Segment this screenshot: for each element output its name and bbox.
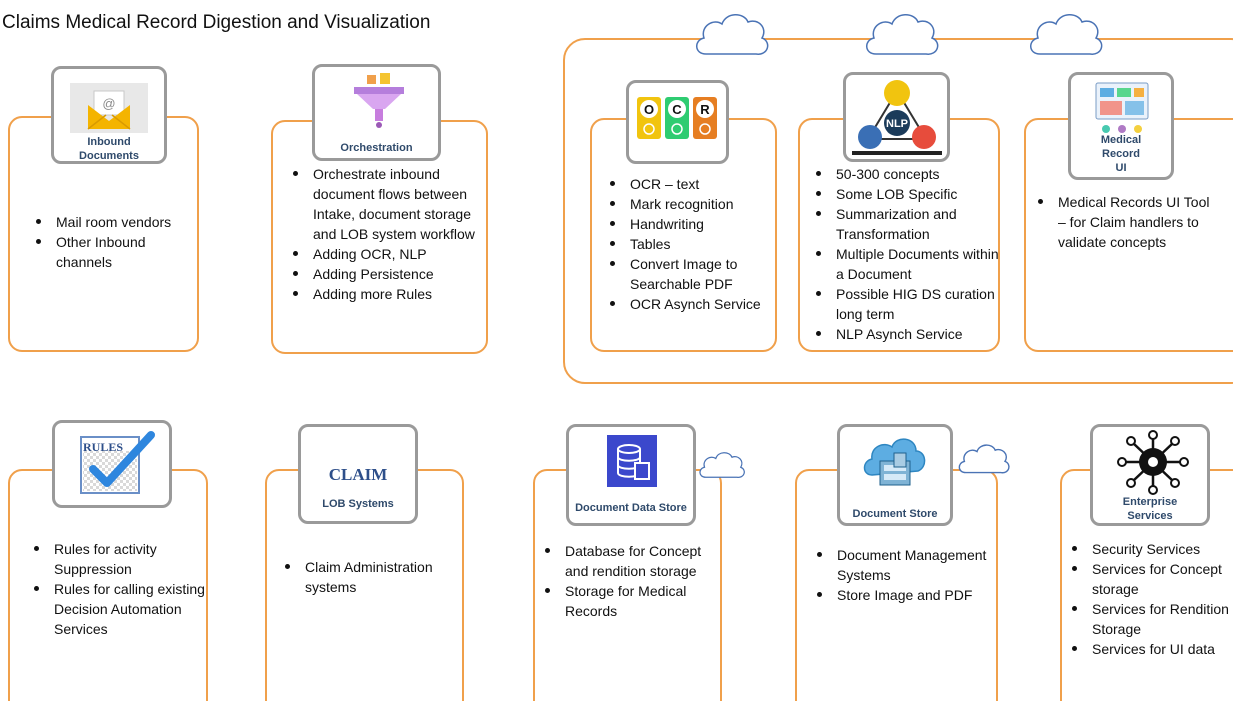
email-envelope-icon: @ (70, 83, 148, 133)
medical-ui-label: Medical Record UI (1071, 133, 1171, 175)
bullet-item: Orchestrate inbound document flows betwe… (289, 164, 481, 244)
svg-text:C: C (672, 102, 682, 117)
enterprise-services-tile: Enterprise Services (1090, 424, 1210, 526)
label-line: Inbound (87, 136, 131, 148)
bullet-item: OCR – text (606, 174, 776, 194)
orchestration-card: Orchestrate inbound document flows betwe… (271, 120, 488, 354)
bullet-item: Database for Concept and rendition stora… (541, 541, 721, 581)
rules-bullets: Rules for activity Suppression Rules for… (30, 539, 210, 639)
bullet-item: Tables (606, 234, 776, 254)
bullet-item: Claim Administration systems (281, 557, 461, 597)
label-line: Services (1127, 510, 1173, 522)
data-store-bullets: Database for Concept and rendition stora… (541, 541, 721, 621)
gear-network-icon (1117, 430, 1189, 495)
bullet-item: Document Management Systems (813, 545, 993, 585)
rules-tile: RULES (52, 420, 172, 508)
rules-checkmark-icon: RULES (80, 431, 155, 494)
diagram-title: Claims Medical Record Digestion and Visu… (2, 12, 431, 33)
bullet-item: Mark recognition (606, 194, 776, 214)
bullet-item: Mail room vendors (32, 212, 197, 232)
claim-lob-label: LOB Systems (322, 498, 394, 510)
data-store-label: Document Data Store (575, 502, 687, 514)
cloud-icon (866, 14, 939, 55)
inbound-documents-tile: @ Inbound Documents (51, 66, 167, 164)
label-line: Enterprise (1122, 496, 1178, 508)
cloud-storage-icon (863, 438, 926, 486)
label-line: Documents (79, 150, 139, 162)
claim-lob-tile: CLAIM LOB Systems (298, 424, 418, 524)
bullet-item: Rules for activity Suppression (30, 539, 210, 579)
orchestration-label: Orchestration (340, 142, 413, 154)
cloud-icon (1030, 14, 1103, 55)
inbound-bullets: Mail room vendors Other Inbound channels (32, 212, 197, 272)
document-data-store-tile: Document Data Store (566, 424, 696, 526)
ocr-badge-icon: O C R (637, 97, 717, 139)
cloud-icon (699, 452, 745, 478)
label-line: Record (1102, 148, 1140, 160)
bullet-item: Services for Concept storage (1068, 559, 1233, 599)
ocr-bullets: OCR – text Mark recognition Handwriting … (606, 174, 776, 314)
bullet-item: Security Services (1068, 539, 1233, 559)
nlp-triangle-icon: NLP (852, 80, 942, 155)
medical-ui-bullets: Medical Records UI Tool – for Claim hand… (1034, 192, 1210, 252)
rules-icon-text: RULES (83, 440, 123, 454)
document-store-tile: Document Store (837, 424, 953, 526)
bullet-item: Other Inbound channels (32, 232, 197, 272)
bullet-item: Services for UI data (1068, 639, 1233, 659)
ocr-tile: O C R (626, 80, 729, 164)
cloud-icon (696, 14, 769, 55)
dashboard-screen-icon (1095, 82, 1149, 133)
bullet-item: Convert Image to Searchable PDF (606, 254, 776, 294)
svg-text:R: R (700, 102, 710, 117)
bullet-item: Medical Records UI Tool – for Claim hand… (1034, 192, 1210, 252)
bullet-item: 50-300 concepts (812, 164, 1000, 184)
doc-store-label: Document Store (852, 508, 938, 520)
bullet-item: Handwriting (606, 214, 776, 234)
document-data-store-card: Database for Concept and rendition stora… (533, 469, 722, 701)
orchestration-bullets: Orchestrate inbound document flows betwe… (289, 164, 481, 304)
claim-bullets: Claim Administration systems (281, 557, 461, 597)
bullet-item: Adding more Rules (289, 284, 481, 304)
svg-text:NLP: NLP (886, 118, 908, 130)
bullet-item: Adding OCR, NLP (289, 244, 481, 264)
medical-record-ui-tile: Medical Record UI (1068, 72, 1174, 180)
database-icon (607, 435, 657, 487)
bullet-item: Storage for Medical Records (541, 581, 721, 621)
inbound-label: Inbound Documents (54, 135, 164, 162)
nlp-tile: NLP (843, 72, 950, 162)
bullet-item: Rules for calling existing Decision Auto… (30, 579, 210, 639)
bullet-item: NLP Asynch Service (812, 324, 1000, 344)
bullet-item: Possible HIG DS curation long term (812, 284, 1000, 324)
claim-logo-text: CLAIM (328, 465, 388, 484)
bullet-item: Adding Persistence (289, 264, 481, 284)
svg-text:@: @ (102, 96, 115, 111)
cloud-icon (958, 444, 1010, 474)
enterprise-label: Enterprise Services (1093, 495, 1207, 523)
bullet-item: Store Image and PDF (813, 585, 993, 605)
bullet-item: Services for Rendition Storage (1068, 599, 1233, 639)
bullet-item: Some LOB Specific (812, 184, 1000, 204)
orchestration-tile: Orchestration (312, 64, 441, 161)
nlp-bullets: 50-300 concepts Some LOB Specific Summar… (812, 164, 1000, 344)
label-line: UI (1115, 162, 1127, 174)
bullet-item: Multiple Documents within a Document (812, 244, 1000, 284)
funnel-icon (354, 73, 404, 128)
enterprise-bullets: Security Services Services for Concept s… (1068, 539, 1233, 659)
bullet-item: Summarization and Transformation (812, 204, 1000, 244)
bullet-item: OCR Asynch Service (606, 294, 776, 314)
svg-text:O: O (644, 102, 654, 117)
label-line: Medical (1100, 134, 1142, 146)
doc-store-bullets: Document Management Systems Store Image … (813, 545, 993, 605)
